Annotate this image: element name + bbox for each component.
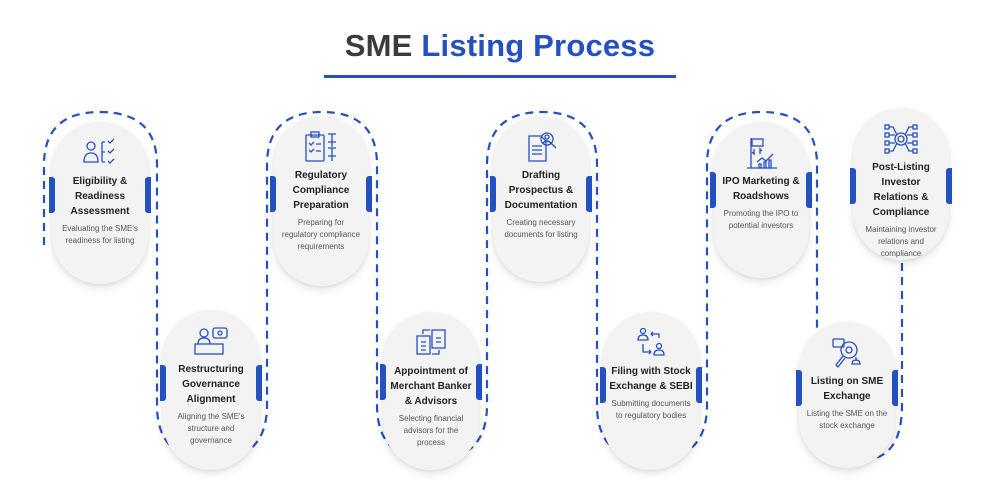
step-title: Post-Listing Investor Relations & Compli… xyxy=(872,162,930,218)
page-title: SME Listing Process xyxy=(0,28,1000,64)
card-tab-right xyxy=(476,364,482,400)
step-title: Drafting Prospectus & Documentation xyxy=(504,170,578,211)
card-tab-right xyxy=(946,168,952,204)
magnifier-gear-icon xyxy=(827,336,867,370)
card-tab-left xyxy=(160,365,166,401)
ipo-chart-icon xyxy=(741,136,781,170)
card-tab-right xyxy=(806,172,812,208)
step-card-9: Post-Listing Investor Relations & Compli… xyxy=(850,108,952,260)
card-tab-left xyxy=(796,370,802,406)
card-tab-left xyxy=(600,367,606,403)
presenter-desk-icon xyxy=(191,324,231,358)
title-prefix: SME xyxy=(344,28,413,63)
step-description: Listing the SME on the stock exchange xyxy=(806,409,888,430)
step-description: Preparing for regulatory compliance requ… xyxy=(281,218,361,251)
step-title: IPO Marketing & Roadshows xyxy=(722,176,800,202)
step-description: Selecting financial advisors for the pro… xyxy=(398,414,464,447)
step-title: Filing with Stock Exchange & SEBI xyxy=(609,366,693,392)
document-search-icon xyxy=(521,130,561,164)
step-card-5: Drafting Prospectus & Documentation Crea… xyxy=(490,116,592,282)
card-tab-left xyxy=(49,177,55,213)
step-title: Regulatory Compliance Preparation xyxy=(292,170,350,211)
document-exchange-icon xyxy=(411,326,451,360)
card-tab-left xyxy=(380,364,386,400)
step-title: Appointment of Merchant Banker & Advisor… xyxy=(390,366,472,407)
card-tab-left xyxy=(710,172,716,208)
step-description: Evaluating the SME's readiness for listi… xyxy=(62,224,138,245)
clipboard-pins-icon xyxy=(301,130,341,164)
step-description: Maintaining investor relations and compl… xyxy=(865,225,937,258)
card-tab-right xyxy=(366,176,372,212)
step-card-1: Eligibility & Readiness Assessment Evalu… xyxy=(49,122,151,284)
step-card-8: Listing on SME Exchange Listing the SME … xyxy=(796,322,898,468)
card-tab-left xyxy=(850,168,856,204)
title-underline xyxy=(324,75,676,78)
step-card-2: Restructuring Governance Alignment Align… xyxy=(160,310,262,470)
step-description: Submitting documents to regulatory bodie… xyxy=(611,399,691,420)
step-card-6: Filing with Stock Exchange & SEBI Submit… xyxy=(600,312,702,470)
network-hub-icon xyxy=(881,122,921,156)
card-tab-right xyxy=(256,365,262,401)
person-checklist-icon xyxy=(80,136,120,170)
card-tab-left xyxy=(270,176,276,212)
card-tab-right xyxy=(586,176,592,212)
step-card-7: IPO Marketing & Roadshows Promoting the … xyxy=(710,122,812,278)
title-highlight: Listing Process xyxy=(421,28,656,63)
step-description: Promoting the IPO to potential investors xyxy=(723,209,799,230)
step-title: Listing on SME Exchange xyxy=(810,376,884,402)
step-description: Aligning the SME's structure and governa… xyxy=(177,412,245,445)
step-card-4: Appointment of Merchant Banker & Advisor… xyxy=(380,312,482,470)
people-transfer-icon xyxy=(631,326,671,360)
card-tab-right xyxy=(696,367,702,403)
step-title: Restructuring Governance Alignment xyxy=(178,364,244,405)
card-tab-right xyxy=(892,370,898,406)
card-tab-left xyxy=(490,176,496,212)
card-tab-right xyxy=(145,177,151,213)
step-title: Eligibility & Readiness Assessment xyxy=(70,176,130,217)
step-card-3: Regulatory Compliance Preparation Prepar… xyxy=(270,116,372,286)
step-description: Creating necessary documents for listing xyxy=(504,218,578,239)
